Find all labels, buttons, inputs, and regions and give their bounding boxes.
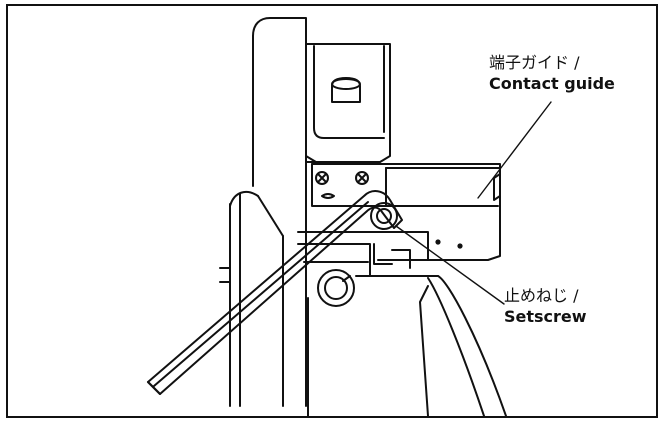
upper-block — [305, 43, 391, 163]
lower-mount — [219, 231, 507, 416]
contact-guide-label-en: Contact guide — [489, 74, 615, 93]
setscrew-leader — [395, 225, 505, 305]
hex-key — [147, 190, 403, 395]
figure-frame: 端子ガイド / Contact guide 止めねじ / Setscrew — [6, 4, 658, 418]
setscrew-label-en: Setscrew — [504, 307, 587, 326]
contact-guide-adjustment-illustration — [147, 17, 552, 416]
setscrew-label-ja: 止めねじ / — [504, 286, 579, 305]
contact-guide-leader — [477, 101, 552, 199]
contact-guide-label-ja: 端子ガイド / — [489, 53, 580, 72]
callout-contact-guide: 端子ガイド / Contact guide — [489, 52, 615, 94]
applicator-body — [229, 17, 307, 407]
leader-lines — [395, 101, 552, 305]
callout-setscrew: 止めねじ / Setscrew — [504, 285, 587, 327]
setscrew — [370, 202, 398, 230]
contact-guide-plate — [311, 163, 501, 261]
